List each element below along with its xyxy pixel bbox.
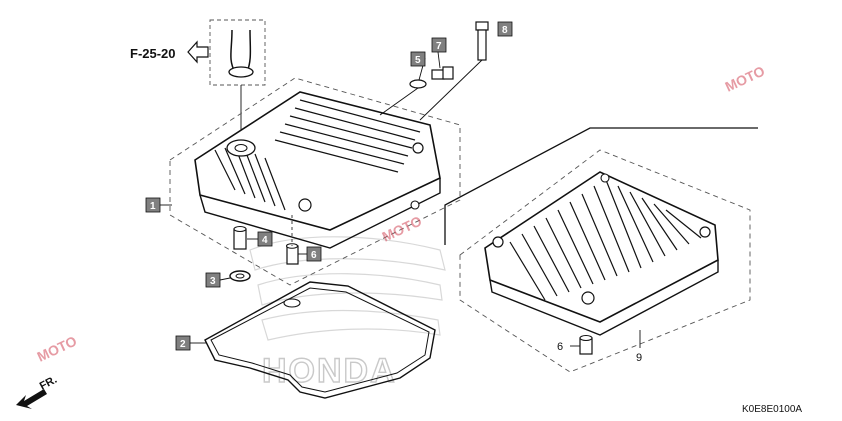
bolt-icon [419, 21, 489, 121]
callout-9[interactable]: 9 [636, 352, 642, 364]
callout-3[interactable]: 3 [205, 272, 221, 288]
cylinder-head-cover-right [484, 171, 719, 336]
svg-text:1: 1 [150, 201, 156, 212]
right-assembly-outline [459, 149, 751, 373]
callout-6-right[interactable]: 6 [557, 341, 563, 353]
svg-text:5: 5 [415, 55, 421, 66]
catalog-code: K0E8E0100A [742, 404, 802, 415]
svg-text:2: 2 [180, 339, 186, 350]
front-direction-arrow-icon [16, 389, 47, 409]
washer-icon [409, 79, 427, 89]
callout-5[interactable]: 5 [410, 51, 426, 67]
svg-text:8: 8 [502, 25, 508, 36]
callout-7[interactable]: 7 [431, 37, 447, 53]
moto-watermark-1: MOTO [723, 63, 768, 95]
callout-6[interactable]: 6 [306, 246, 322, 262]
svg-text:4: 4 [262, 235, 268, 246]
dowel-pin-icon [233, 226, 247, 250]
collar-icon [286, 215, 299, 265]
moto-watermark-2: MOTO [380, 213, 425, 245]
reference-arrow-icon[interactable] [187, 40, 209, 64]
svg-text:7: 7 [436, 41, 442, 52]
reference-label[interactable]: F-25-20 [130, 46, 176, 61]
front-label: FR. [38, 374, 59, 393]
head-cover-gasket [204, 281, 436, 399]
small-bolt-icon [431, 66, 454, 80]
moto-watermark-3: MOTO [35, 333, 80, 365]
honda-wing-watermark [249, 236, 446, 341]
svg-text:3: 3 [210, 276, 216, 287]
right-group-bracket [444, 127, 758, 245]
callout-8[interactable]: 8 [497, 21, 513, 37]
left-assembly-outline [169, 77, 461, 286]
cylinder-head-cover-left [194, 91, 441, 249]
callout-4[interactable]: 4 [257, 231, 273, 247]
collar-icon-right [579, 335, 593, 355]
honda-watermark-text: HONDA [262, 352, 397, 390]
callout-1[interactable]: 1 [145, 197, 161, 213]
svg-text:6: 6 [311, 250, 317, 261]
callout-2[interactable]: 2 [175, 335, 191, 351]
seal-washer-icon [229, 270, 251, 282]
